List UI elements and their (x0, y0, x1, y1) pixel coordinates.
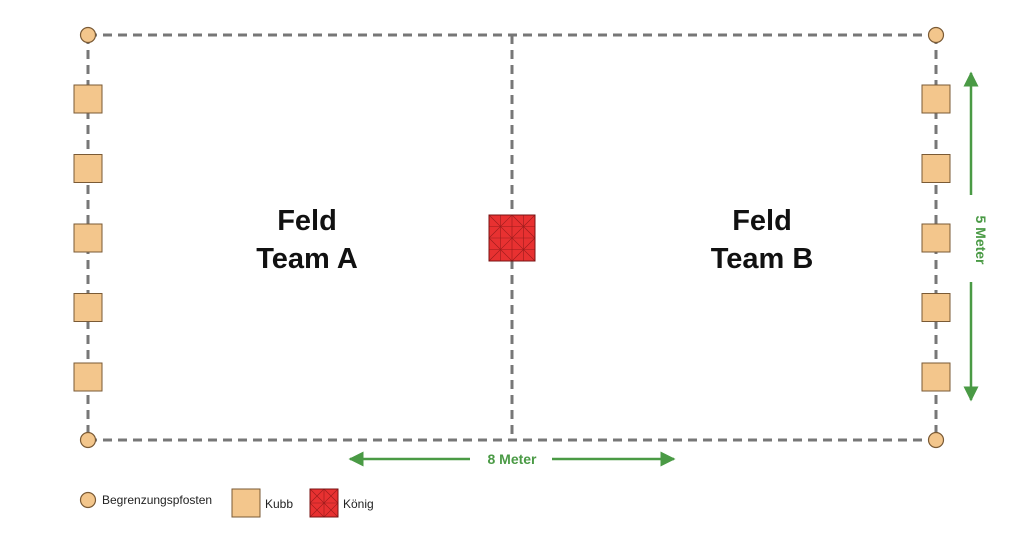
field-a-label-line2: Team A (256, 243, 358, 275)
field-b-label-line2: Team B (711, 243, 814, 275)
post-top-right (927, 26, 945, 44)
length-label: 8 Meter (487, 451, 537, 467)
kubb-left-1 (73, 84, 103, 114)
legend-kubb-icon (231, 488, 261, 518)
kubb-right-2 (921, 154, 951, 183)
post-top-left (79, 26, 97, 44)
kubb-right-3 (921, 223, 951, 253)
kubb-right-5 (921, 362, 951, 392)
kubb-left-3 (73, 223, 103, 253)
post-bottom-right (927, 431, 945, 449)
kubb-row-right (921, 84, 951, 392)
length-dimension: 8 Meter (348, 451, 676, 467)
kubb-left-5 (73, 362, 103, 392)
legend: Begrenzungspfosten Kubb König (79, 488, 374, 518)
legend-post-label: Begrenzungspfosten (102, 493, 212, 507)
corner-posts (79, 26, 945, 449)
legend-king-label: König (343, 497, 374, 511)
field-b-label-line1: Feld (732, 205, 792, 237)
kubb-row-left (73, 84, 103, 392)
width-label: 5 Meter (973, 215, 989, 265)
field-a-label-line1: Feld (277, 205, 337, 237)
kubb-right-4 (921, 293, 951, 322)
legend-kubb-label: Kubb (265, 497, 293, 511)
width-dimension: 5 Meter (963, 71, 989, 402)
kubb-left-4 (73, 293, 103, 322)
king-icon (488, 214, 536, 262)
legend-post-icon (79, 491, 97, 509)
kubb-right-1 (921, 84, 951, 114)
kubb-left-2 (73, 154, 103, 183)
legend-king-icon (309, 488, 339, 518)
post-bottom-left (79, 431, 97, 449)
